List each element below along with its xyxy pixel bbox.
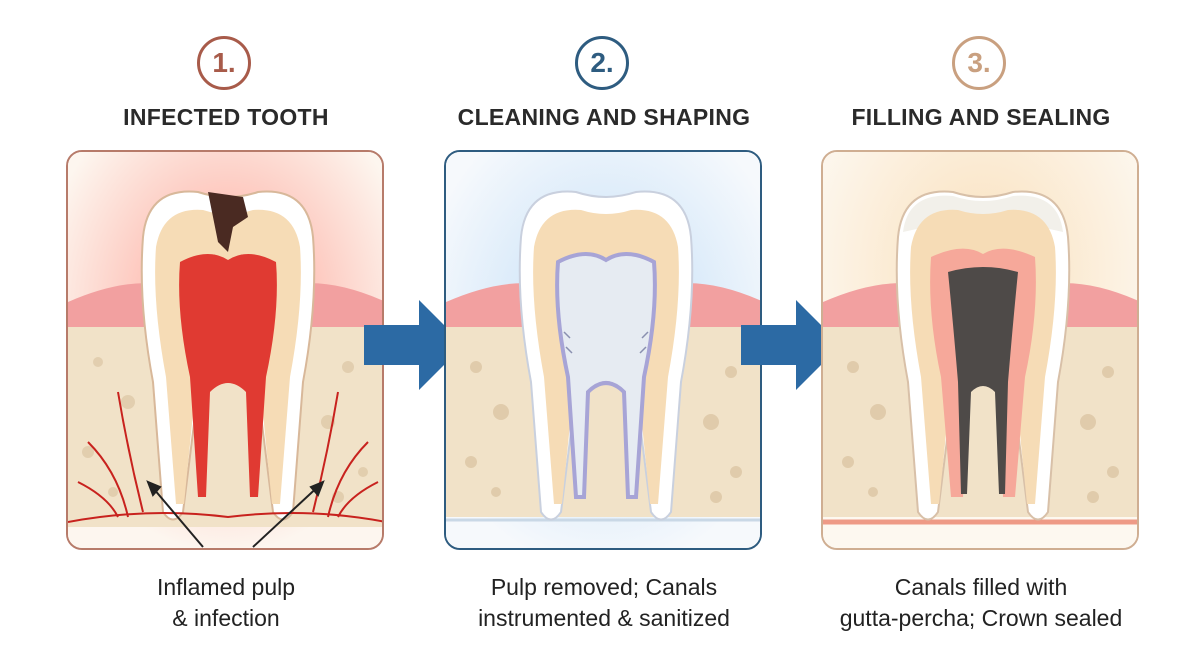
- arrow-right-icon: [741, 300, 841, 390]
- filling-tooth-panel: [821, 150, 1139, 550]
- step-number-badge: 1.: [197, 36, 251, 90]
- step-caption: Inflamed pulp & infection: [156, 574, 296, 631]
- step-title: CLEANING AND SHAPING: [457, 104, 751, 130]
- infected-pulp: [179, 253, 277, 497]
- step-caption: Canals filled with gutta-percha; Crown s…: [839, 574, 1123, 631]
- step-caption: Pulp removed; Canals instrumented & sani…: [478, 574, 730, 631]
- step-number-badge: 3.: [952, 36, 1006, 90]
- arrow-right-icon: [364, 300, 464, 390]
- cleaning-tooth-illustration: [446, 152, 760, 548]
- step-number-badge: 2.: [575, 36, 629, 90]
- cleaning-tooth-panel: [444, 150, 762, 550]
- decay: [208, 192, 248, 252]
- filling-tooth-illustration: [823, 152, 1137, 548]
- step-number: 1.: [212, 47, 236, 78]
- step-number: 2.: [590, 47, 614, 78]
- gutta-percha: [948, 267, 1018, 494]
- step-title: FILLING AND SEALING: [851, 104, 1111, 130]
- step-number: 3.: [967, 47, 991, 78]
- step-title: INFECTED TOOTH: [123, 104, 329, 130]
- infected-tooth-illustration: [68, 152, 382, 548]
- infected-tooth-panel: [66, 150, 384, 550]
- cleaned-canal: [555, 252, 657, 499]
